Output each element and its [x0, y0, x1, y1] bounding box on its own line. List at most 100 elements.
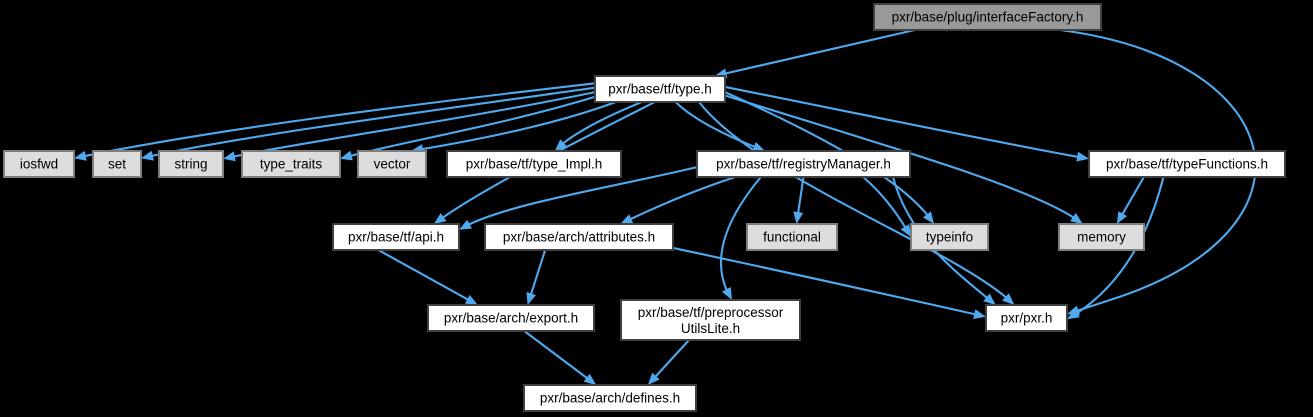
graph-edge-typeFunctions-to-pxr: [1066, 176, 1165, 321]
edge-arrowhead: [973, 309, 986, 319]
edge-arrowhead: [340, 150, 353, 161]
edge-line: [377, 249, 479, 306]
graph-node-interfaceFactory[interactable]: pxr/base/plug/interfaceFactory.h: [873, 3, 1102, 31]
edge-arrowhead: [464, 294, 478, 305]
node-box: [523, 384, 697, 412]
edge-line: [1060, 28, 1257, 316]
graph-node-iosfwd[interactable]: iosfwd: [3, 150, 75, 178]
edge-arrowhead: [1070, 213, 1083, 224]
edge-line: [140, 86, 596, 160]
graph-edge-registryManager-to-api: [458, 166, 698, 231]
edge-line: [795, 176, 805, 225]
edge-arrowhead: [1076, 151, 1089, 162]
edge-arrowhead: [1116, 211, 1128, 224]
edge-arrowhead: [141, 150, 154, 161]
node-box: [332, 223, 460, 251]
graph-edge-registryManager-to-pxr: [891, 176, 997, 306]
node-box: [3, 150, 75, 178]
graph-node-functional[interactable]: functional: [746, 223, 838, 251]
graph-node-defines[interactable]: pxr/base/arch/defines.h: [523, 384, 697, 412]
node-box: [746, 223, 838, 251]
graph-node-vector[interactable]: vector: [357, 150, 427, 178]
node-box: [594, 75, 726, 103]
graph-node-attributes[interactable]: pxr/base/arch/attributes.h: [484, 223, 674, 251]
edge-arrowhead: [1002, 293, 1015, 305]
edge-line: [862, 176, 912, 238]
graph-edge-registryManager-to-functional: [793, 176, 805, 225]
nodes-layer: pxr/base/plug/interfaceFactory.h pxr/base…: [3, 3, 1286, 412]
node-box: [1088, 150, 1286, 178]
edge-line: [891, 176, 997, 306]
edge-line: [458, 166, 698, 231]
graph-edge-type-to-set: [140, 86, 596, 161]
edge-line: [674, 101, 766, 152]
edge-arrowhead: [433, 212, 447, 224]
node-box: [92, 150, 142, 178]
graph-node-type_impl[interactable]: pxr/base/tf/type_Impl.h: [446, 150, 622, 178]
edge-arrowhead: [721, 287, 732, 300]
graph-node-export[interactable]: pxr/base/arch/export.h: [427, 304, 595, 332]
edge-arrowhead: [793, 211, 804, 224]
node-box: [446, 150, 622, 178]
graph-node-type[interactable]: pxr/base/tf/type.h: [594, 75, 726, 103]
edge-line: [714, 28, 916, 78]
graph-edge-registryManager-to-attributes: [619, 176, 736, 225]
graph-node-typeinfo[interactable]: typeinfo: [910, 223, 989, 251]
graph-edge-export-to-defines: [523, 330, 597, 386]
edge-line: [619, 176, 736, 225]
node-box: [696, 150, 911, 178]
edge-arrowhead: [922, 211, 935, 224]
edge-line: [1115, 176, 1145, 225]
edge-line: [410, 101, 617, 153]
edge-line: [724, 85, 1090, 160]
edge-arrowhead: [554, 139, 568, 151]
node-box: [158, 150, 224, 178]
edge-arrowhead: [583, 373, 597, 385]
graph-edge-type-to-pxr: [698, 101, 1016, 306]
edge-arrowhead: [620, 214, 634, 224]
graph-edge-preprocessor-to-defines: [647, 339, 690, 386]
edge-arrowhead: [74, 150, 87, 161]
edge-line: [698, 101, 1016, 306]
edge-arrowhead: [900, 224, 911, 237]
graph-edge-type-to-memory: [724, 94, 1084, 225]
edge-arrowhead: [223, 151, 236, 162]
graph-node-string[interactable]: string: [158, 150, 224, 178]
graph-edge-interfaceFactory-to-type: [714, 28, 916, 79]
graph-node-type_traits[interactable]: type_traits: [241, 150, 341, 178]
node-box: [620, 299, 801, 341]
graph-node-set[interactable]: set: [92, 150, 142, 178]
edge-arrowhead: [459, 219, 472, 230]
edge-line: [554, 101, 643, 152]
edge-line: [73, 82, 596, 160]
graph-edge-attributes-to-export: [526, 249, 547, 306]
node-box: [484, 223, 674, 251]
node-box: [873, 3, 1102, 31]
node-box: [985, 304, 1068, 332]
graph-node-api[interactable]: pxr/base/tf/api.h: [332, 223, 460, 251]
graph-node-typeFunctions[interactable]: pxr/base/tf/typeFunctions.h: [1088, 150, 1286, 178]
edge-arrowhead: [983, 293, 996, 305]
node-box: [910, 223, 989, 251]
graph-edge-type-to-typeFunctions: [724, 85, 1090, 162]
graph-node-memory[interactable]: memory: [1058, 223, 1145, 251]
graph-node-registryManager[interactable]: pxr/base/tf/registryManager.h: [696, 150, 911, 178]
node-box: [357, 150, 427, 178]
node-box: [427, 304, 595, 332]
edge-line: [1066, 176, 1165, 321]
edge-line: [720, 176, 762, 301]
graph-edge-type-to-iosfwd: [73, 82, 596, 161]
node-box: [1058, 223, 1145, 251]
edge-line: [526, 249, 547, 306]
graph-edge-typeFunctions-to-memory: [1115, 176, 1145, 225]
graph-edge-registryManager-to-typeinfo: [862, 176, 912, 238]
edge-arrowhead: [526, 292, 537, 305]
graph-edge-type-to-type_impl: [554, 101, 643, 152]
graph-node-pxr[interactable]: pxr/pxr.h: [985, 304, 1068, 332]
edge-line: [523, 330, 597, 386]
edge-line: [724, 94, 1084, 225]
graph-edge-api-to-export: [377, 249, 479, 306]
graph-edge-registryManager-to-preprocessor: [720, 176, 762, 301]
